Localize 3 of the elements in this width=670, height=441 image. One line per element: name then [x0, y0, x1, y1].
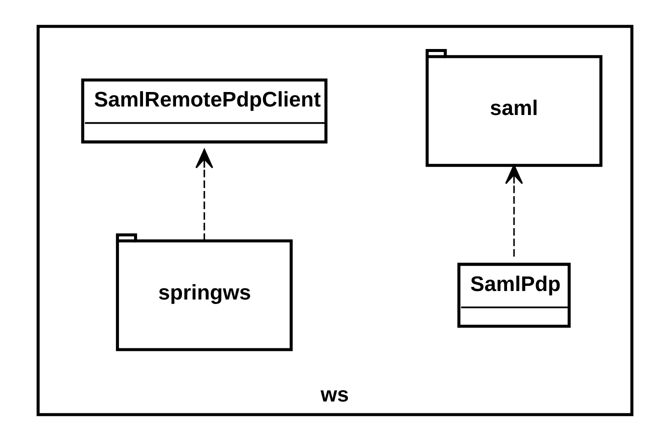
arrow [505, 164, 523, 257]
arrow [195, 148, 214, 241]
node-box: SamlPdp [457, 262, 571, 328]
